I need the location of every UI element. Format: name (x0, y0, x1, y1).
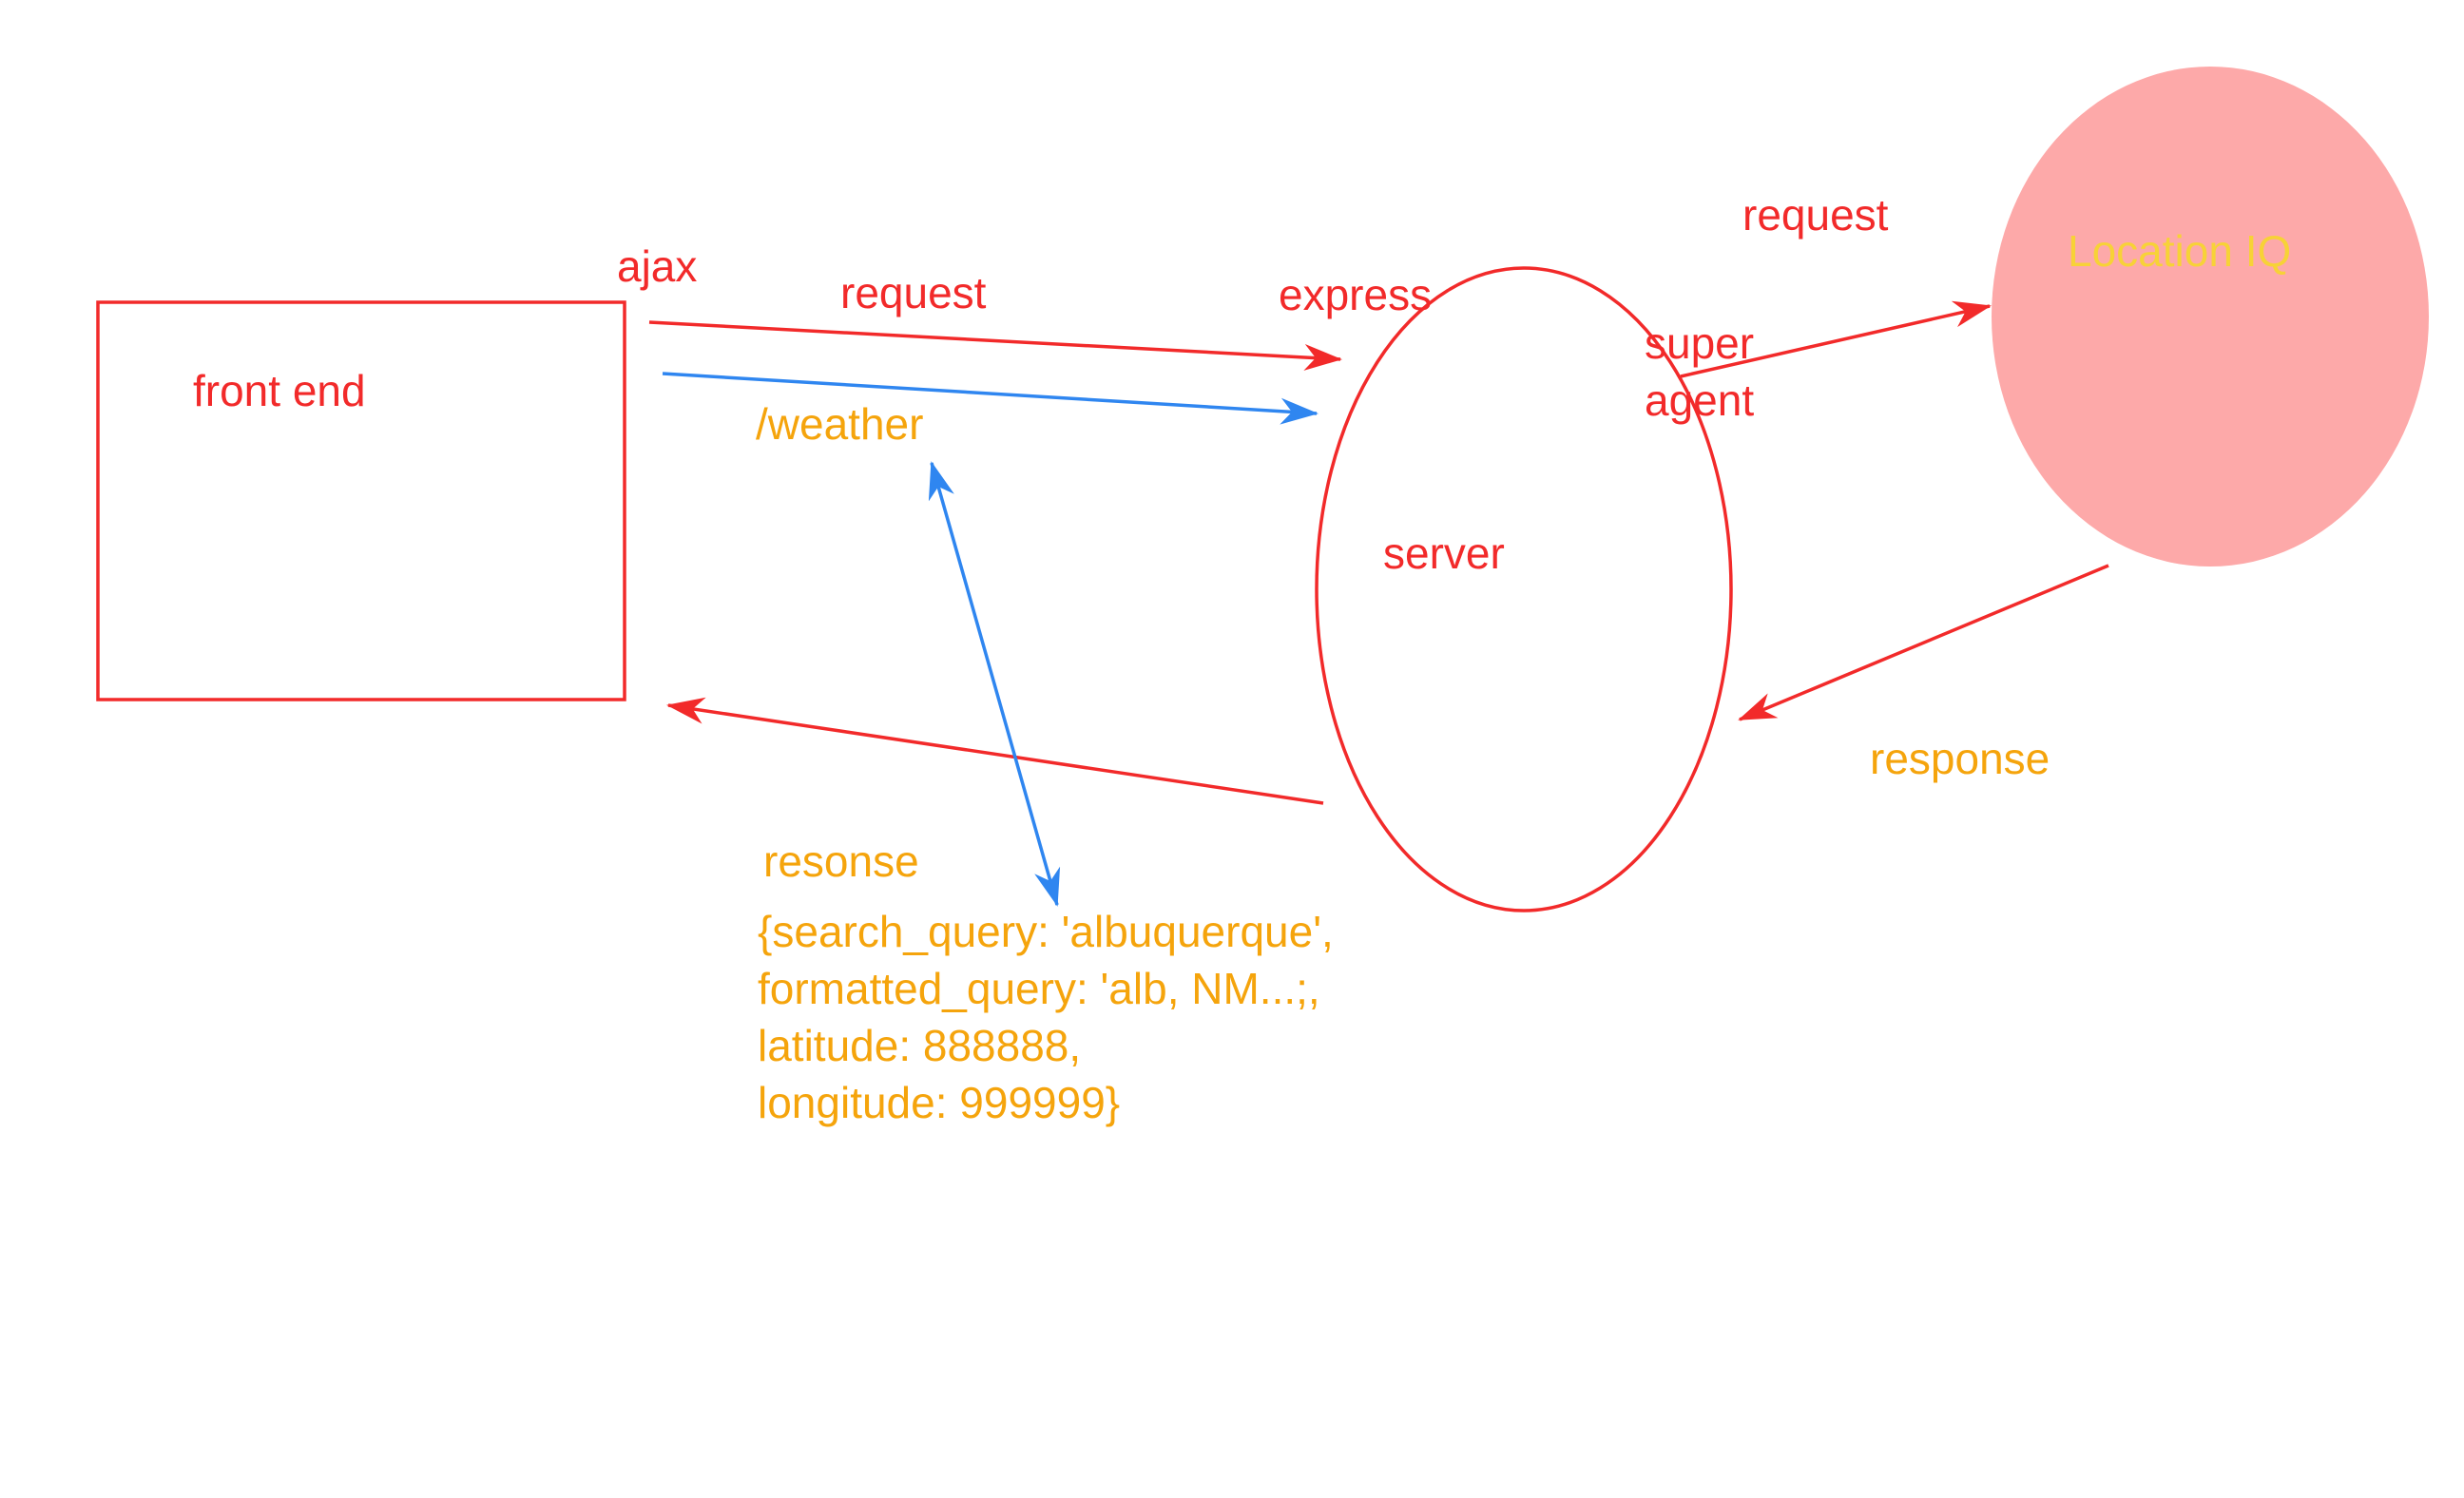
location-iq-response-arrow (1738, 564, 2109, 721)
response-body-text: {search_query: 'albuquerque', formatted_… (758, 903, 1334, 1131)
weather-route-label: /weather (756, 399, 924, 449)
request-to-location-iq-label: request (1742, 190, 1889, 240)
response-body-line: {search_query: 'albuquerque', (758, 907, 1334, 956)
weather-route-arrow (662, 372, 1319, 425)
response-arrow (666, 697, 1324, 805)
ajax-label: ajax (617, 241, 698, 291)
front-end-label: front end (193, 366, 366, 415)
express-label: express (1279, 270, 1433, 319)
resonse-label: resonse (763, 836, 919, 886)
response-body-line: formatted_query: 'alb, NM...;, (758, 964, 1320, 1013)
front-end-box (96, 300, 626, 701)
response-label: response (1870, 734, 2050, 783)
server-ellipse (1315, 266, 1733, 912)
request-arrow (648, 320, 1342, 371)
response-body-line: latitude: 888888, (758, 1021, 1082, 1070)
server-label: server (1383, 528, 1505, 578)
location-iq-label: Location IQ (2068, 226, 2292, 276)
request-label: request (840, 268, 987, 317)
weather-response-link-arrow (928, 461, 1061, 907)
location-iq-circle (1992, 67, 2429, 567)
superagent-request-arrow (1680, 300, 1992, 378)
response-body-line: longitude: 999999} (758, 1078, 1121, 1127)
agent-label: agent (1645, 375, 1755, 425)
super-label: super (1645, 318, 1755, 368)
